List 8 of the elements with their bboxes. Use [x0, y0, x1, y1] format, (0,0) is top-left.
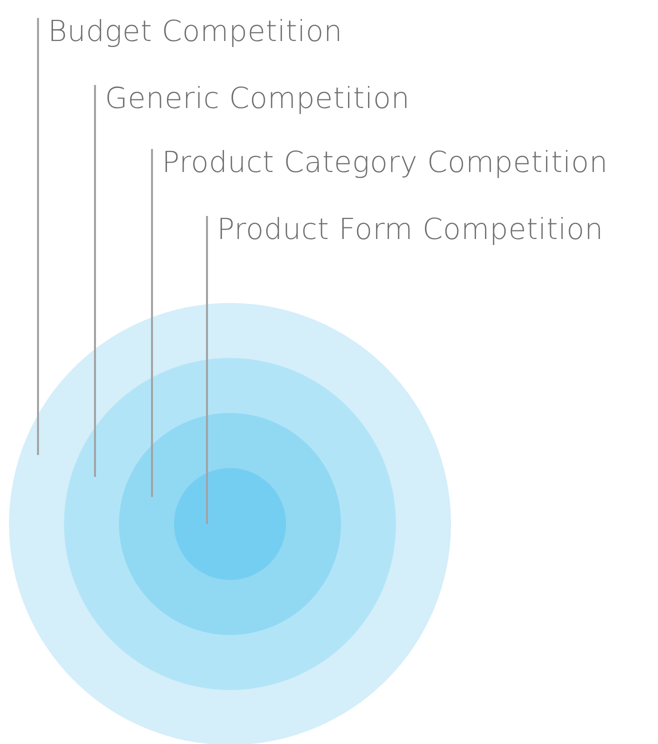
- leader-line: [94, 85, 96, 477]
- level-label: Budget Competition: [48, 14, 342, 48]
- level-label: Generic Competition: [105, 81, 410, 115]
- leader-line: [206, 216, 208, 524]
- leader-line: [151, 149, 153, 497]
- level-label: Product Form Competition: [217, 212, 604, 246]
- level-label: Product Category Competition: [162, 145, 608, 179]
- leader-line: [37, 18, 39, 456]
